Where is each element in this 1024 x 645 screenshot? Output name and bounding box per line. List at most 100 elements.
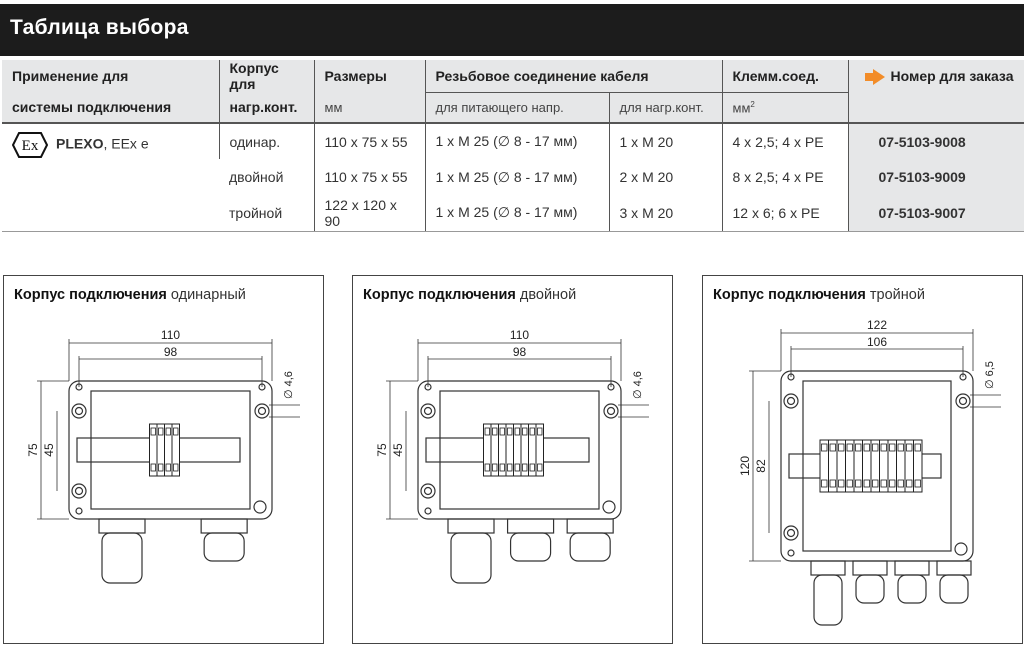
page-title: Таблица выбора — [0, 4, 1024, 56]
col-order: Номер для заказа — [847, 60, 1024, 124]
cable-gland-nut — [566, 518, 614, 534]
mounting-hole-inner — [74, 406, 84, 416]
dim-inner-height-label: 45 — [42, 443, 56, 457]
mounting-hole — [420, 483, 436, 499]
load-thread: 3 x M 20 — [608, 195, 722, 232]
cable-gland-nut — [98, 518, 146, 534]
terminal-screw — [889, 479, 896, 488]
mounting-hole — [955, 393, 971, 409]
terminal-screw — [150, 427, 156, 436]
dims: 122 x 120 x 90 — [313, 195, 425, 232]
terminal-screw — [158, 463, 164, 472]
cable-gland-nut — [810, 560, 846, 576]
cable-gland — [939, 574, 969, 604]
housing-outline — [68, 380, 273, 520]
terminal-screw — [499, 463, 505, 472]
cable-gland-nut — [506, 518, 555, 534]
terminal-screw — [872, 443, 879, 452]
terminal-screw — [529, 427, 535, 436]
mounting-hole-inner — [423, 486, 433, 496]
mounting-hole — [783, 393, 799, 409]
terminal-screw — [514, 463, 520, 472]
load-thread: 1 x M 20 — [608, 123, 722, 159]
mounting-hole — [71, 403, 87, 419]
terminal-screw — [499, 427, 505, 436]
terminal-block — [913, 439, 923, 493]
mounting-hole-inner — [786, 396, 796, 406]
load-thread: 2 x M 20 — [608, 159, 722, 195]
housing-lid — [90, 390, 251, 510]
mounting-hole-inner — [74, 486, 84, 496]
arrow-right-icon — [864, 69, 885, 86]
terminal-screw — [872, 479, 879, 488]
dim-width-label: 110 — [510, 328, 529, 342]
screw-icon — [253, 500, 267, 514]
terminal-screw — [863, 443, 870, 452]
cable-gland — [813, 574, 843, 626]
col-dims: Размеры — [313, 60, 425, 92]
cable-gland — [569, 532, 611, 562]
supply-thread: 1 x M 25 (∅ 8 - 17 мм) — [424, 195, 609, 232]
cable-gland-nut — [852, 560, 888, 576]
terminal-screw — [914, 479, 921, 488]
pin-hole — [424, 507, 432, 515]
terminal-screw — [484, 463, 490, 472]
housing-lid — [802, 380, 952, 552]
mounting-hole — [71, 483, 87, 499]
terminal-screw — [484, 427, 490, 436]
title-bold: Корпус подключения — [14, 287, 167, 303]
dim-height-label: 120 — [738, 456, 752, 476]
terminal-screw — [529, 463, 535, 472]
order-number: 07-5103-9008 — [847, 123, 1024, 159]
mounting-hole-inner — [786, 528, 796, 538]
terminal-screw — [855, 479, 862, 488]
terminal-screw — [821, 443, 828, 452]
cable-gland — [450, 532, 492, 584]
cable-gland-nut — [894, 560, 930, 576]
mounting-hole — [420, 403, 436, 419]
terminal-screw — [863, 479, 870, 488]
terminal-screw — [838, 443, 845, 452]
mounting-hole — [254, 403, 270, 419]
pin-hole — [787, 549, 795, 557]
housing: одинар. — [218, 123, 314, 159]
terminal-screw — [829, 479, 836, 488]
terminal-screw — [897, 479, 904, 488]
col-application: Применение для — [2, 60, 219, 92]
col-thread: Резьбовое соединение кабеля — [424, 60, 722, 93]
thread-load-header: для нагр.конт. — [608, 92, 722, 124]
mounting-hole — [783, 525, 799, 541]
cable-gland — [897, 574, 927, 604]
dims-unit: мм — [313, 92, 425, 124]
dim-inner-height-label: 82 — [754, 459, 768, 473]
cable-gland-nut — [936, 560, 972, 576]
title-rest: двойной — [515, 287, 577, 303]
terminal-screw — [897, 443, 904, 452]
dim-hole-label: ∅ 4,6 — [283, 371, 295, 399]
mounting-hole — [603, 403, 619, 419]
terminal: 8 x 2,5; 4 x PE — [721, 159, 848, 195]
screw-icon — [602, 500, 616, 514]
cable-gland-nut — [447, 518, 495, 534]
title-rest: одинарный — [166, 287, 246, 303]
svg-text:Ex: Ex — [22, 138, 39, 154]
cable-gland — [101, 532, 143, 584]
dim-inner-width-label: 98 — [513, 345, 527, 359]
panel-title: Корпус подключения тройной — [713, 287, 925, 303]
col-housing-2: нагр.конт. — [218, 92, 314, 124]
terminal: 4 x 2,5; 4 x PE — [721, 123, 848, 159]
dims: 110 x 75 x 55 — [313, 123, 425, 159]
order-number: 07-5103-9009 — [847, 159, 1024, 195]
terminal-screw — [821, 479, 828, 488]
dim-height-label: 75 — [375, 443, 389, 457]
dim-width-label: 122 — [867, 318, 887, 332]
pin-hole — [75, 507, 83, 515]
mounting-hole-inner — [606, 406, 616, 416]
supply-thread: 1 x M 25 (∅ 8 - 17 мм) — [424, 123, 609, 159]
col-terminal: Клемм.соед. — [721, 60, 848, 93]
